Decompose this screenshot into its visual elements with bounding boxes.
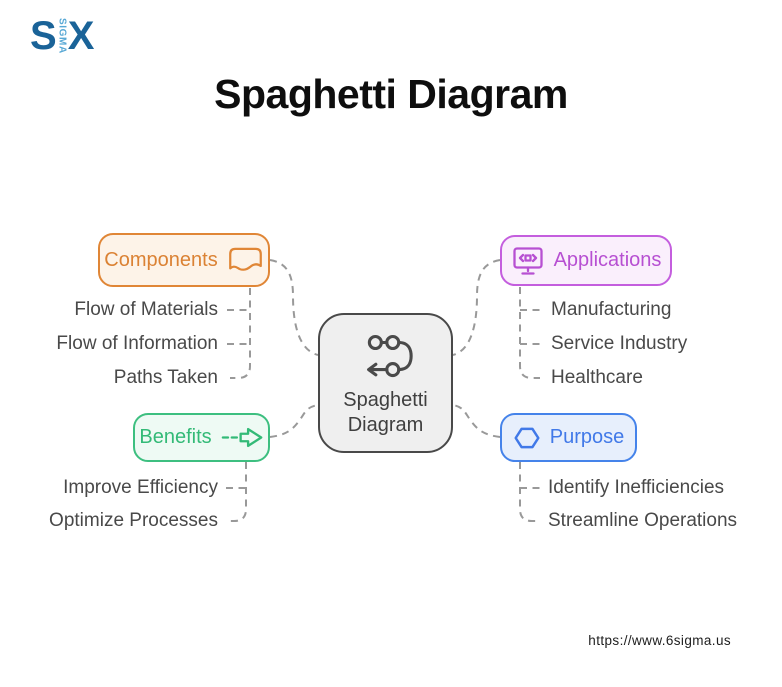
callout-icon (228, 247, 262, 271)
leaf-item-paths-taken: Paths Taken (113, 367, 218, 388)
branch-label-benefits: Benefits (139, 426, 212, 448)
logo-sigma-text: SIGMA (56, 18, 68, 54)
branch-label-applications: Applications (553, 249, 662, 271)
logo-letter-s: S (30, 14, 57, 58)
connector-applications-center (452, 259, 501, 356)
leaf-item-service-industry: Service Industry (551, 333, 688, 354)
connector-benefits-items-spine (228, 462, 247, 522)
center-node-label: Spaghetti Diagram (343, 389, 428, 436)
page-title: Spaghetti Diagram (214, 71, 568, 117)
connector-purpose-items-spine (519, 462, 540, 522)
route-icon (366, 334, 413, 378)
monitor-code-icon (512, 246, 543, 275)
leaf-item-healthcare: Healthcare (551, 367, 643, 388)
connector-components-center (269, 259, 319, 356)
leaf-item-flow-of-information: Flow of Information (56, 333, 218, 354)
logo-letter-x: X (67, 14, 95, 58)
leaf-item-optimize-processes: Optimize Processes (49, 510, 218, 531)
hexagon-icon (514, 427, 540, 448)
connector-components-items-spine (230, 288, 251, 379)
branch-label-purpose: Purpose (549, 426, 625, 448)
branch-node-components: Components (98, 233, 270, 287)
branch-label-components: Components (104, 248, 218, 271)
leaf-item-manufacturing: Manufacturing (551, 299, 672, 320)
leaf-item-flow-of-materials: Flow of Materials (74, 299, 218, 320)
branch-node-applications: Applications (500, 235, 672, 286)
dashed-arrow-icon (221, 427, 262, 448)
six-sigma-logo: S SIGMA X (30, 14, 95, 58)
center-node-spaghetti-diagram: Spaghetti Diagram (318, 313, 453, 453)
leaf-item-identify-inefficiencies: Identify Inefficiencies (548, 477, 725, 498)
branch-node-benefits: Benefits (133, 413, 270, 462)
branch-node-purpose: Purpose (500, 413, 637, 462)
leaf-item-streamline-operations: Streamline Operations (548, 510, 738, 531)
connector-applications-items-spine (519, 287, 540, 379)
footer-url: https://www.6sigma.us (588, 633, 731, 648)
connector-benefits-center (269, 404, 319, 438)
connector-purpose-center (452, 404, 501, 438)
leaf-item-improve-efficiency: Improve Efficiency (63, 477, 218, 498)
